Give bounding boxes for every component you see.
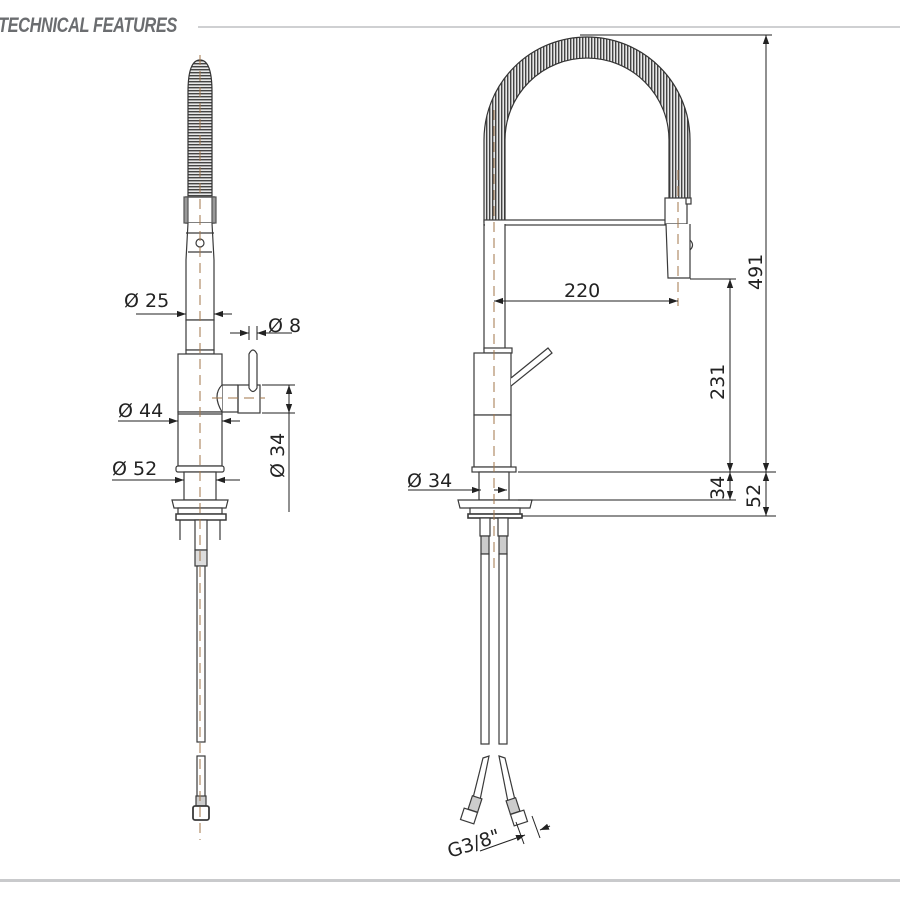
dim-base-height: 52 (743, 484, 765, 508)
dim-body-diameter: Ø 44 (118, 400, 163, 422)
header-rule (198, 26, 900, 28)
side-centerlines (493, 110, 679, 570)
footer-rule (0, 879, 900, 882)
side-hose (483, 36, 691, 223)
dim-shank-diameter: Ø 34 (407, 470, 452, 492)
dim-connection: G3/8" (445, 825, 503, 863)
front-centerlines (199, 55, 265, 840)
dim-body-lower: 34 (707, 476, 729, 500)
side-view (457, 36, 694, 827)
dim-lever-height: Ø 34 (267, 433, 289, 478)
dim-lever-diameter: Ø 8 (268, 315, 301, 337)
dim-spout-height: 231 (707, 364, 729, 400)
dim-spout-diameter: Ø 25 (124, 290, 169, 312)
section-title: TECHNICAL FEATURES (0, 14, 177, 37)
side-dimensions (408, 34, 776, 852)
dim-total-height: 491 (745, 254, 767, 290)
dim-base-diameter: Ø 52 (112, 458, 157, 480)
front-dimensions (112, 310, 295, 512)
front-view (171, 59, 261, 821)
dim-reach: 220 (564, 280, 600, 302)
section-header: TECHNICAL FEATURES (0, 12, 900, 42)
